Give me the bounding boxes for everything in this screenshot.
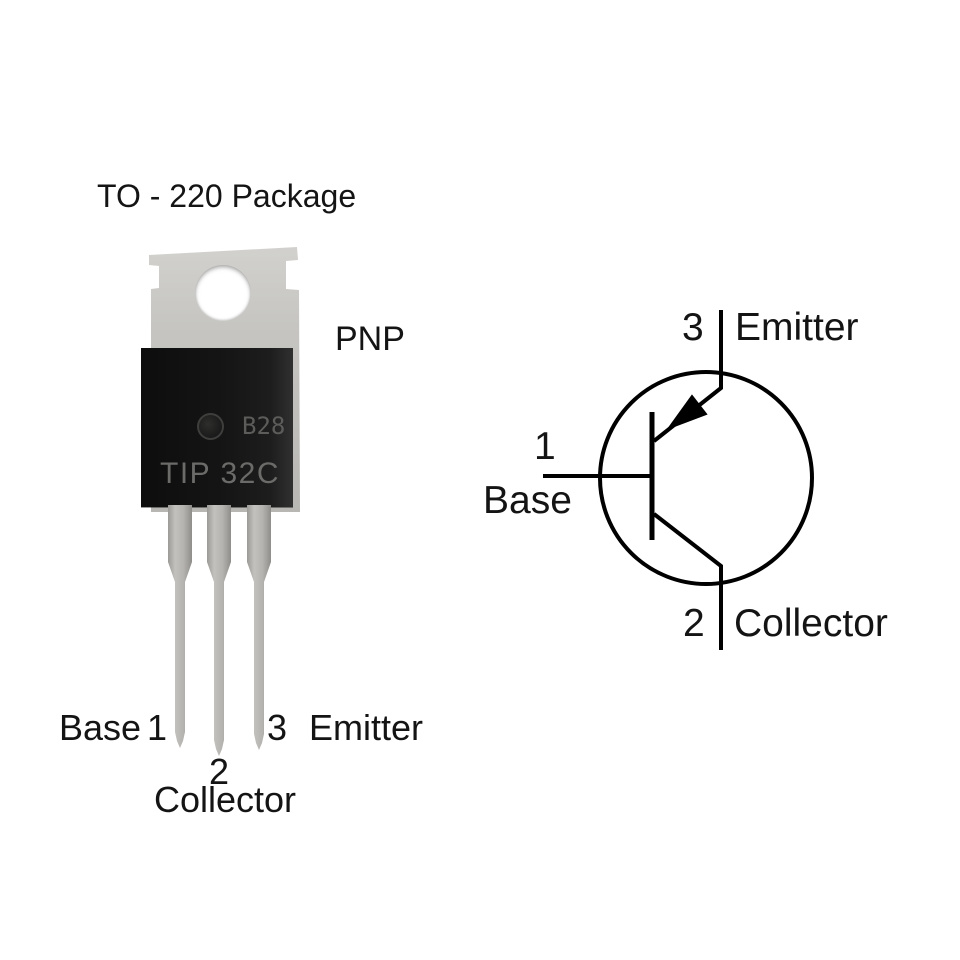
marking-code: B28 — [242, 412, 286, 440]
symbol-pin3-number: 3 — [682, 306, 704, 349]
pnp-arrow-icon — [666, 394, 708, 431]
pin2-number-label: 2 — [209, 751, 230, 792]
polarity-label: PNP — [335, 320, 405, 358]
pin1-name-label: Base — [59, 707, 142, 748]
symbol-pin1-number: 1 — [534, 425, 556, 468]
manufacturer-logo-icon — [197, 413, 224, 440]
symbol-pin1-name: Base — [483, 479, 572, 522]
pin1-number-label: 1 — [147, 707, 168, 748]
collector-lead-line — [652, 512, 723, 650]
symbol-pin2-name: Collector — [734, 602, 888, 645]
mounting-hole — [195, 265, 251, 321]
symbol-pin3-name: Emitter — [735, 306, 859, 349]
part-number: TIP 32C — [160, 457, 280, 490]
pin3-name-label: Emitter — [309, 707, 424, 748]
package-title: TO - 220 Package — [97, 178, 357, 214]
symbol-pin2-number: 2 — [683, 602, 705, 645]
pin3-number-label: 3 — [267, 707, 288, 748]
pin2-name-label: Collector — [154, 779, 297, 820]
